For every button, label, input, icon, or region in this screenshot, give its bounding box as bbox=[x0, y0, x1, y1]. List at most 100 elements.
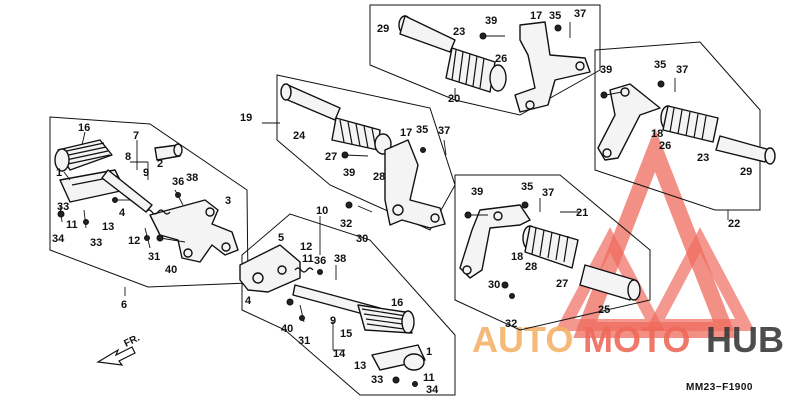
callout-16: 16 bbox=[78, 122, 90, 134]
callout-10: 10 bbox=[316, 205, 328, 217]
callout-38-center: 38 bbox=[334, 253, 346, 265]
callout-30-center: 30 bbox=[356, 233, 368, 245]
callout-13-center: 13 bbox=[354, 360, 366, 372]
callout-39-rc: 39 bbox=[471, 186, 483, 198]
center-rear-footpeg-assembly bbox=[280, 83, 447, 229]
callout-15: 15 bbox=[340, 328, 352, 340]
top-rear-footpeg-assembly bbox=[398, 15, 591, 113]
footpeg-bar-1-center bbox=[371, 344, 426, 371]
callout-21: 21 bbox=[576, 207, 588, 219]
callout-35: 35 bbox=[549, 10, 561, 22]
callout-18: 18 bbox=[651, 128, 663, 140]
callout-28: 28 bbox=[373, 171, 385, 183]
leader-lines bbox=[63, 88, 729, 351]
callout-40-center: 40 bbox=[281, 323, 293, 335]
callout-11-center-b: 11 bbox=[423, 372, 435, 384]
callout-40: 40 bbox=[165, 264, 177, 276]
callout-32-center: 32 bbox=[340, 218, 352, 230]
spring-13 bbox=[145, 209, 171, 215]
callout-36: 36 bbox=[172, 176, 184, 188]
callout-labels: 16 7 8 2 9 1 36 38 3 4 33 11 13 34 33 1 2… bbox=[52, 8, 752, 396]
callout-38: 38 bbox=[186, 172, 198, 184]
callout-20: 20 bbox=[448, 93, 460, 105]
callout-23: 23 bbox=[453, 26, 465, 38]
footpeg-rubber-23-right bbox=[660, 105, 719, 143]
callout-7: 7 bbox=[133, 130, 139, 142]
callout-28-rc: 28 bbox=[525, 261, 537, 273]
callout-33: 33 bbox=[57, 201, 69, 213]
footpeg-holder-3 bbox=[149, 199, 239, 263]
callout-30-rc: 30 bbox=[488, 279, 500, 291]
diagram-code: MM23−F1900 bbox=[686, 382, 753, 393]
callout-1-center: 1 bbox=[426, 346, 432, 358]
collar-2 bbox=[154, 143, 183, 161]
callout-31: 31 bbox=[148, 251, 160, 263]
callout-24: 24 bbox=[293, 130, 306, 142]
callout-1: 1 bbox=[56, 167, 62, 179]
callout-26: 26 bbox=[495, 53, 507, 65]
footpeg-rubber-25 bbox=[579, 264, 641, 301]
callout-37-center: 37 bbox=[438, 125, 450, 137]
arrow-left-icon bbox=[96, 346, 136, 366]
callout-36-center: 36 bbox=[314, 255, 326, 267]
callout-26-right: 26 bbox=[659, 140, 671, 152]
callout-14: 14 bbox=[333, 348, 346, 360]
bolt-small-left bbox=[57, 189, 186, 249]
front-direction-indicator: FR. bbox=[96, 332, 142, 366]
callout-3: 3 bbox=[225, 195, 231, 207]
footpeg-holder-21 bbox=[459, 204, 531, 279]
footpeg-rubber-28 bbox=[522, 225, 579, 269]
callout-25: 25 bbox=[598, 304, 610, 316]
footpeg-rubber-23 bbox=[445, 47, 507, 93]
callout-39-center: 39 bbox=[343, 167, 355, 179]
footpeg-holder-17 bbox=[514, 21, 591, 113]
callout-13: 13 bbox=[102, 221, 114, 233]
callout-37: 37 bbox=[574, 8, 586, 20]
watermark-text-hub: HUB bbox=[706, 319, 784, 360]
callout-35-center: 35 bbox=[416, 124, 428, 136]
callout-39: 39 bbox=[485, 15, 497, 27]
callout-39-right: 39 bbox=[600, 64, 612, 76]
callout-29: 29 bbox=[377, 23, 389, 35]
watermark-text-moto: MOTO bbox=[583, 319, 690, 360]
callout-37-rc: 37 bbox=[542, 187, 554, 199]
callout-2: 2 bbox=[157, 158, 163, 170]
callout-5: 5 bbox=[278, 232, 284, 244]
footpeg-rubber-24 bbox=[280, 83, 341, 121]
footpeg-holder-18 bbox=[597, 83, 661, 161]
callout-17: 17 bbox=[530, 10, 542, 22]
left-front-footpeg-assembly bbox=[54, 139, 239, 263]
callout-32-rc: 32 bbox=[505, 318, 517, 330]
spring-center bbox=[294, 267, 314, 273]
callout-35-left: 33 bbox=[90, 237, 102, 249]
footpeg-rubber-29 bbox=[398, 15, 456, 53]
callout-4-center: 4 bbox=[245, 295, 252, 307]
callout-35-rc: 35 bbox=[521, 181, 533, 193]
callout-9-center: 9 bbox=[330, 315, 336, 327]
callout-8: 8 bbox=[125, 151, 131, 163]
callout-4: 4 bbox=[119, 207, 126, 219]
panel-right-center bbox=[454, 174, 651, 331]
callout-35-right: 35 bbox=[654, 59, 666, 71]
callout-34-center: 34 bbox=[426, 384, 439, 396]
footpeg-rubber-16 bbox=[54, 139, 113, 172]
panel-center-front bbox=[241, 213, 456, 396]
front-direction-label: FR. bbox=[122, 332, 142, 349]
callout-34: 34 bbox=[52, 233, 65, 245]
callout-27: 27 bbox=[325, 151, 337, 163]
callout-19: 19 bbox=[240, 112, 252, 124]
callout-22: 22 bbox=[728, 218, 740, 230]
callout-18-rc: 18 bbox=[511, 251, 523, 263]
callout-23-right: 23 bbox=[697, 152, 709, 164]
panel-center-rear bbox=[276, 74, 456, 231]
callout-6: 6 bbox=[121, 299, 127, 311]
callout-16-center: 16 bbox=[391, 297, 403, 309]
callout-11: 11 bbox=[66, 219, 78, 231]
right-rear-footpeg-assembly bbox=[597, 78, 776, 165]
bolt-small-center bbox=[286, 265, 418, 387]
center-front-footpeg-assembly bbox=[239, 244, 426, 387]
callout-11-center: 11 bbox=[302, 253, 314, 265]
panel-top-rear bbox=[369, 4, 601, 116]
callout-33-center: 33 bbox=[371, 374, 383, 386]
